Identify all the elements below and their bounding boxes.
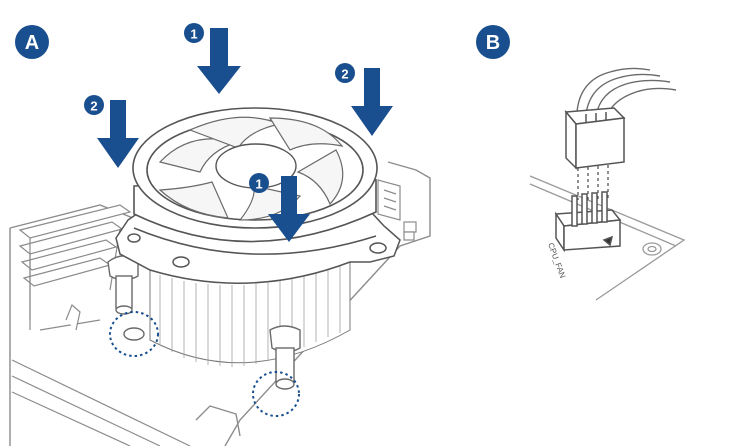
memory-slots: [11, 204, 191, 446]
step-number: 2: [90, 99, 97, 114]
panel-b: B: [476, 25, 686, 301]
mounting-hole-right: [252, 371, 300, 417]
step-number: 1: [190, 27, 197, 42]
panel-a: A: [9, 23, 431, 446]
motherboard: [9, 161, 431, 446]
step-badge-2-left: 2: [84, 95, 104, 115]
step-badge-1-center: 1: [249, 173, 269, 193]
arrow-2-right: [351, 68, 393, 136]
panel-b-badge: B: [476, 25, 510, 59]
step-badge-2-right: 2: [335, 63, 355, 83]
mounting-hole-left: [109, 311, 159, 357]
push-pin-left: [107, 255, 145, 341]
step-badge-1-top: 1: [184, 23, 204, 43]
arrow-1-top: [197, 28, 241, 94]
push-pin-right: [269, 325, 301, 390]
cpu-fan-header: [554, 191, 622, 253]
mounting-hole-highlights: [109, 311, 300, 417]
panel-a-label: A: [25, 32, 39, 54]
step-number: 2: [341, 67, 348, 82]
arrow-1-center: [268, 176, 310, 242]
fan-plug: [564, 107, 626, 170]
arrow-2-left: [97, 100, 139, 168]
panel-a-badge: A: [15, 25, 49, 59]
panel-b-label: B: [486, 32, 500, 54]
step-number: 1: [255, 177, 262, 192]
board-components-right: [377, 179, 417, 241]
pin-alignment-guides: [577, 165, 609, 200]
